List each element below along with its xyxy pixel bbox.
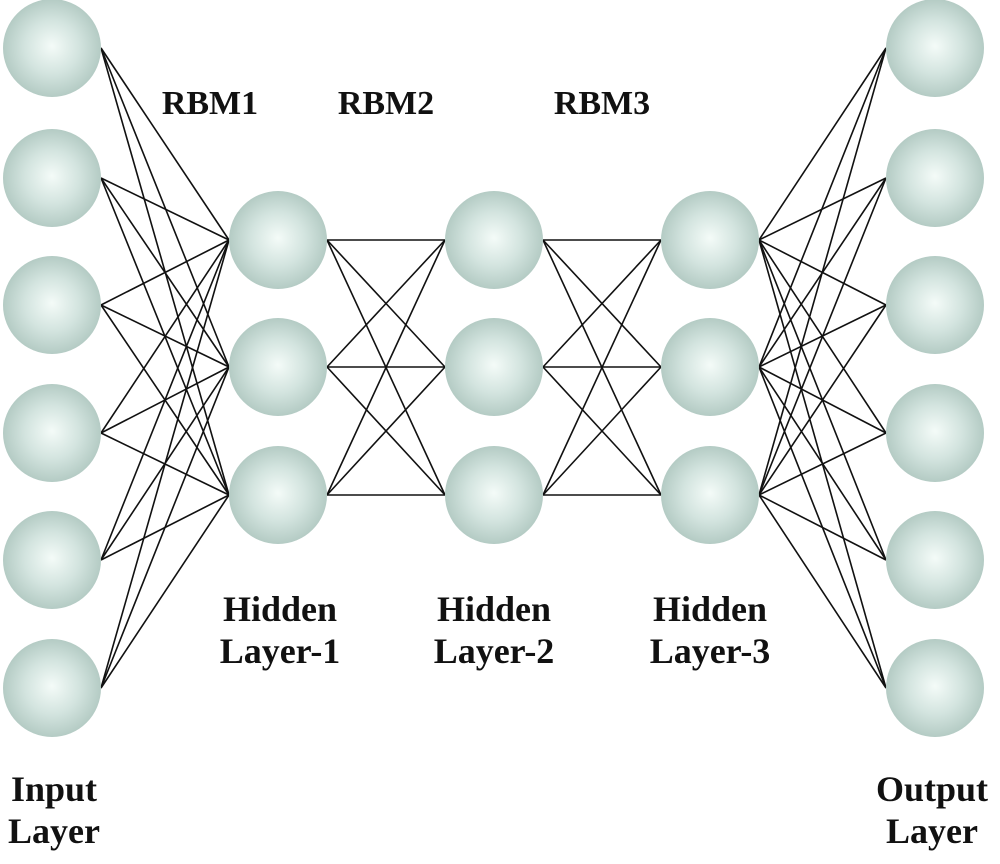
hidden-layer-3-line1: Hidden <box>652 589 768 629</box>
node-output-1 <box>886 0 984 97</box>
node-input-6 <box>3 639 101 737</box>
edge-hidden-3-1-to-output-1 <box>758 47 887 241</box>
node-input-5 <box>3 511 101 609</box>
node-output-5 <box>886 511 984 609</box>
node-hidden-3-1 <box>661 191 759 289</box>
edge-input-3-to-hidden-1-1 <box>100 239 230 306</box>
rbm3-label: RBM3 <box>553 85 651 122</box>
node-input-4 <box>3 384 101 482</box>
node-output-4 <box>886 384 984 482</box>
input-layer-line2: Layer <box>8 811 100 852</box>
edge-hidden-3-3-to-output-5 <box>758 494 887 561</box>
node-hidden-1-1 <box>229 191 327 289</box>
hidden-layer-2-label: Hidden Layer-2 <box>414 588 574 673</box>
node-hidden-3-2 <box>661 318 759 416</box>
node-output-2 <box>886 129 984 227</box>
connections <box>100 47 887 689</box>
node-hidden-2-3 <box>445 446 543 544</box>
edge-input-6-to-hidden-1-1 <box>100 239 230 689</box>
edge-input-4-to-hidden-1-1 <box>100 239 230 434</box>
edge-hidden-3-3-to-output-6 <box>758 494 887 689</box>
node-hidden-2-2 <box>445 318 543 416</box>
output-layer-line1: Output <box>875 769 989 809</box>
edge-hidden-3-3-to-output-1 <box>758 47 887 496</box>
node-output-6 <box>886 639 984 737</box>
edge-input-6-to-hidden-1-3 <box>100 494 230 689</box>
hidden-layer-3-line2: Layer-3 <box>649 631 771 672</box>
edge-input-5-to-hidden-1-1 <box>100 239 230 561</box>
edge-input-2-to-hidden-1-1 <box>100 177 230 241</box>
hidden-layer-2-line1: Hidden <box>436 589 552 629</box>
edge-hidden-3-3-to-output-4 <box>758 432 887 496</box>
node-input-3 <box>3 256 101 354</box>
node-output-3 <box>886 256 984 354</box>
output-layer-line2: Layer <box>886 811 978 852</box>
edge-hidden-3-2-to-output-1 <box>758 47 887 368</box>
node-hidden-3-3 <box>661 446 759 544</box>
edge-hidden-3-3-to-output-2 <box>758 177 887 496</box>
node-hidden-2-1 <box>445 191 543 289</box>
neurons <box>3 0 984 737</box>
node-input-2 <box>3 129 101 227</box>
output-layer-label: Output Layer <box>864 768 1000 853</box>
rbm1-label: RBM1 <box>161 85 259 122</box>
input-layer-line1: Input <box>10 769 98 809</box>
hidden-layer-1-line2: Layer-1 <box>219 631 341 672</box>
hidden-layer-3-label: Hidden Layer-3 <box>630 588 790 673</box>
node-input-1 <box>3 0 101 97</box>
hidden-layer-1-line1: Hidden <box>222 589 338 629</box>
node-hidden-1-3 <box>229 446 327 544</box>
edge-hidden-2-2-to-hidden-3-1 <box>542 239 662 368</box>
edge-hidden-2-3-to-hidden-3-1 <box>542 239 662 496</box>
input-layer-label: Input Layer <box>0 768 108 853</box>
edge-hidden-2-3-to-hidden-3-2 <box>542 366 662 496</box>
edge-hidden-1-3-to-hidden-2-2 <box>326 366 446 496</box>
hidden-layer-2-line2: Layer-2 <box>433 631 555 672</box>
rbm2-label: RBM2 <box>337 85 435 122</box>
edge-hidden-3-3-to-output-3 <box>758 304 887 496</box>
node-hidden-1-2 <box>229 318 327 416</box>
hidden-layer-1-label: Hidden Layer-1 <box>200 588 360 673</box>
edge-hidden-1-2-to-hidden-2-1 <box>326 239 446 368</box>
edge-hidden-1-3-to-hidden-2-1 <box>326 239 446 496</box>
edge-input-6-to-hidden-1-2 <box>100 366 230 689</box>
edge-input-1-to-hidden-1-1 <box>100 47 230 241</box>
